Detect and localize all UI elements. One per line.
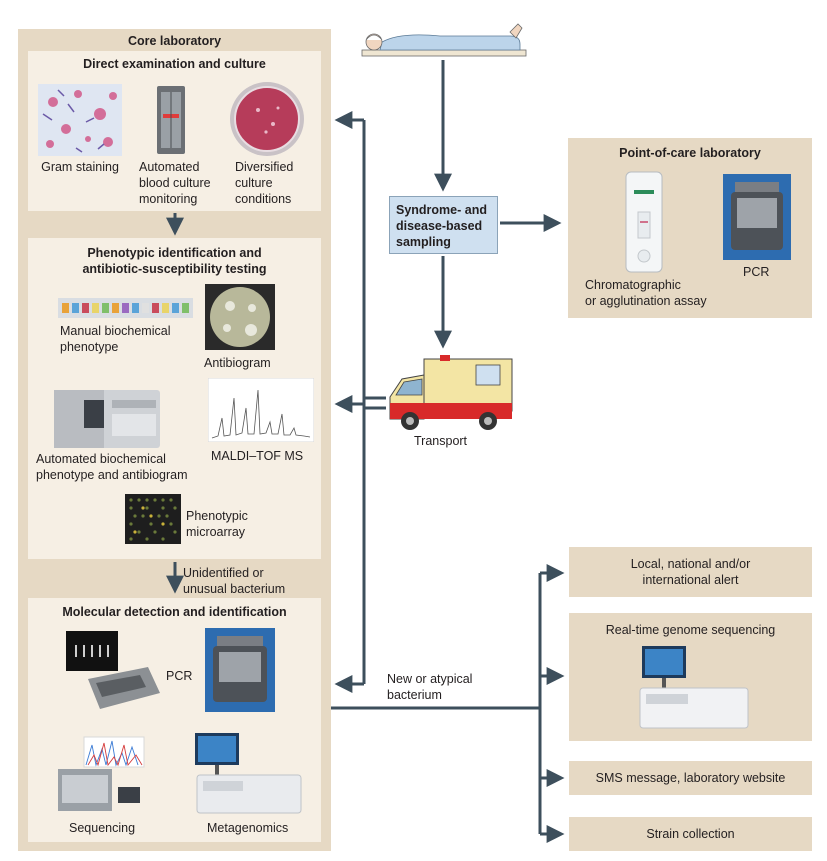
poc-pcr-label: PCR: [743, 265, 770, 279]
sms-website-box: SMS message, laboratory website: [569, 761, 812, 795]
lateral-flow-test-image: [625, 171, 663, 273]
core-laboratory-title: Core laboratory: [127, 34, 222, 48]
maldi-tof-label: MALDI–TOF MS: [211, 449, 304, 463]
pcr-thermocycler-image: [66, 631, 160, 709]
patient-bed-image: [361, 23, 527, 57]
automated-analyzer-image: [54, 390, 160, 448]
molecular-pcr-instrument-image: [205, 628, 275, 712]
metagenomics-instrument-image: [195, 733, 302, 814]
point-of-care-title: Point-of-care laboratory: [619, 146, 761, 160]
strain-collection-box: Strain collection: [569, 817, 812, 851]
transport-label: Transport: [414, 434, 468, 448]
phenotypic-microarray-image: [125, 494, 181, 544]
poc-pcr-instrument-image: [723, 174, 791, 260]
molecular-title: Molecular detection and identification: [62, 605, 287, 619]
gram-staining-label: Gram staining: [41, 160, 119, 174]
sequencing-label: Sequencing: [69, 821, 136, 835]
metagenomics-label: Metagenomics: [207, 821, 289, 835]
genome-sequencer-image: [639, 646, 749, 729]
biochemical-strip-image: [58, 298, 193, 318]
genome-sequencing-label: Real-time genome sequencing: [605, 623, 776, 637]
direct-examination-title: Direct examination and culture: [83, 57, 266, 71]
gram-stain-image: [38, 84, 122, 156]
culture-plate-image: [230, 82, 304, 156]
molecular-pcr-label: PCR: [166, 669, 193, 683]
antibiogram-label: Antibiogram: [204, 356, 271, 370]
antibiogram-image: [205, 284, 275, 350]
sequencer-image: [58, 736, 145, 811]
maldi-spectrum-image: [208, 378, 314, 442]
blood-culture-instrument-image: [157, 86, 185, 154]
ambulance-image: [389, 355, 513, 430]
